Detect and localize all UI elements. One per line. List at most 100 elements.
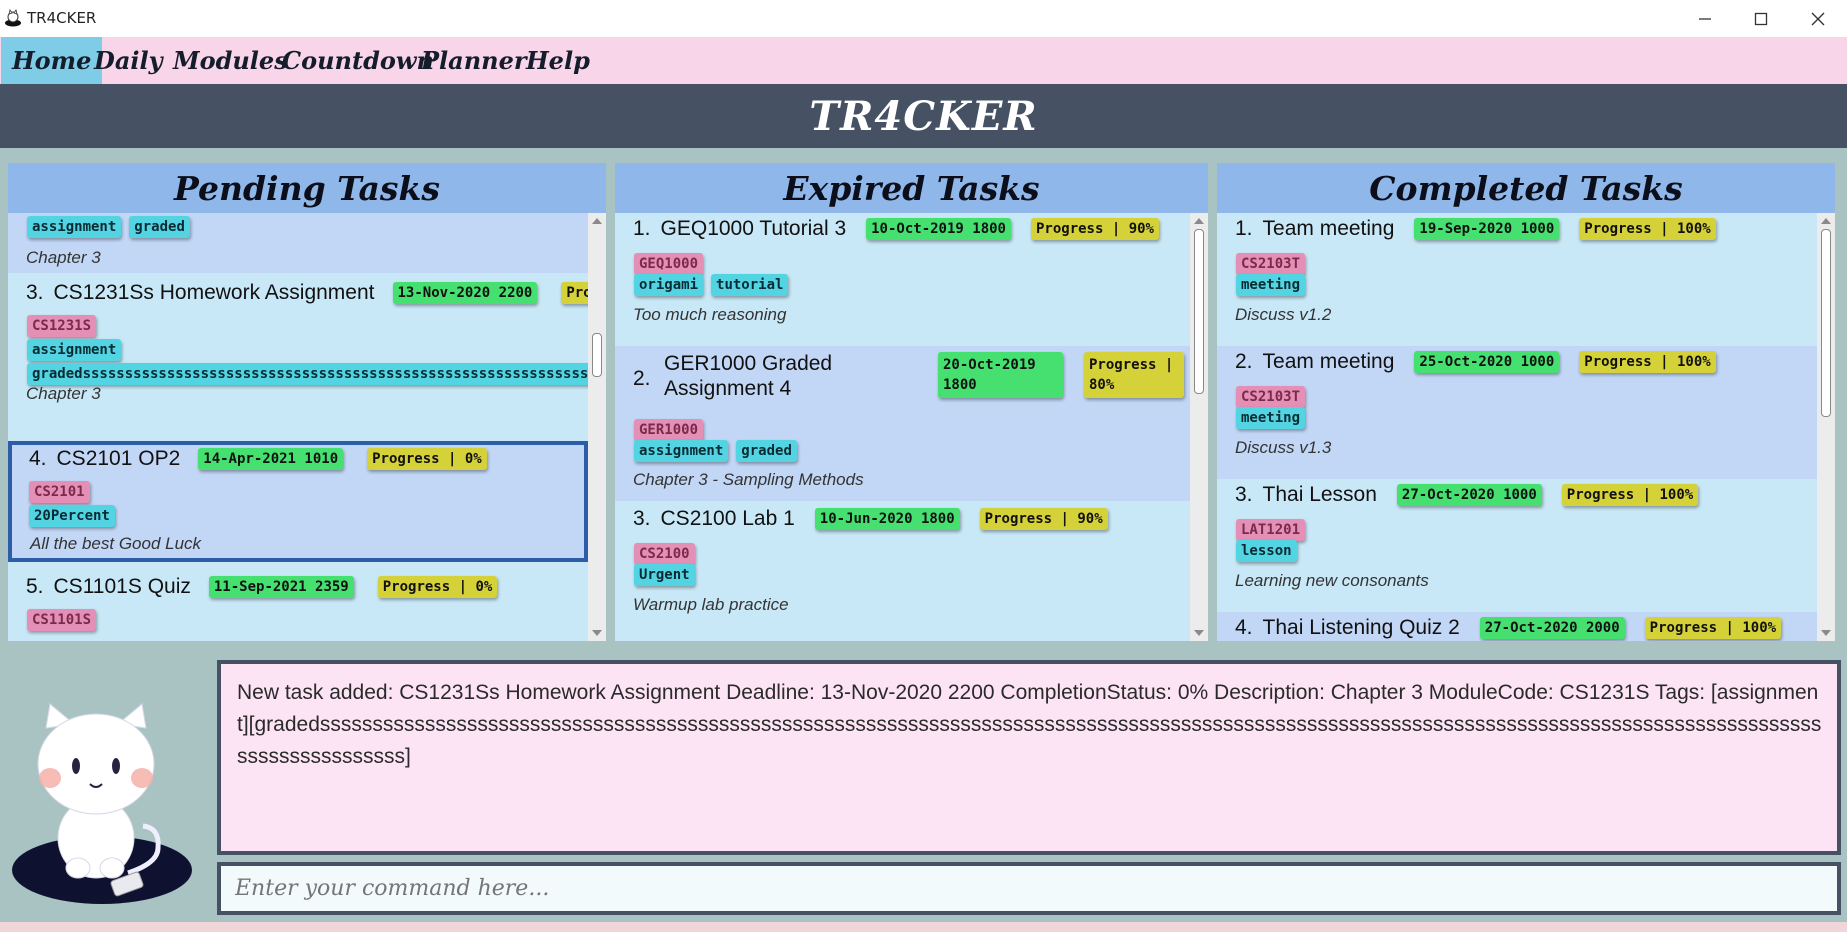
cat-mascot-image bbox=[12, 703, 192, 904]
task-deadline: 11-Sep-2021 2359 bbox=[208, 576, 354, 598]
task-progress: Progress | 0% bbox=[377, 576, 498, 598]
menu-bar: Home Daily Modules Countdown Planner Hel… bbox=[0, 37, 1847, 84]
task-card[interactable]: 2. GER1000 Graded Assignment 4 20-Oct-20… bbox=[615, 346, 1190, 501]
result-display: New task added: CS1231Ss Homework Assign… bbox=[217, 660, 1841, 855]
task-module-code: CS1101S bbox=[27, 609, 97, 631]
expired-scrollbar[interactable] bbox=[1190, 213, 1208, 641]
completed-tasks-list[interactable]: 1. Team meeting 19-Sep-2020 1000 Progres… bbox=[1217, 213, 1817, 641]
task-number: 3. bbox=[633, 507, 651, 530]
pending-tasks-title: Pending Tasks bbox=[8, 163, 606, 213]
window-title: TR4CKER bbox=[27, 9, 97, 27]
task-tag: graded bbox=[129, 216, 190, 238]
task-progress: Progress | 100% bbox=[1561, 484, 1699, 506]
task-progress: Progress | 100% bbox=[1579, 351, 1716, 373]
expired-tasks-list[interactable]: 1. GEQ1000 Tutorial 3 10-Oct-2019 1800 P… bbox=[615, 213, 1190, 641]
task-tag: meeting bbox=[1236, 407, 1306, 429]
task-tag: meeting bbox=[1236, 274, 1306, 296]
task-progress: Progress | 90% bbox=[979, 508, 1108, 530]
expired-tasks-title: Expired Tasks bbox=[615, 163, 1208, 213]
task-card-selected[interactable]: 4. CS2101 OP2 14-Apr-2021 1010 Progress … bbox=[8, 441, 588, 562]
task-card[interactable]: 3. CS2100 Lab 1 10-Jun-2020 1800 Progres… bbox=[615, 503, 1190, 641]
task-module-code: GER1000 bbox=[634, 419, 704, 441]
completed-tasks-title: Completed Tasks bbox=[1217, 163, 1835, 213]
task-name: CS2100 Lab 1 bbox=[660, 507, 795, 530]
task-number: 1. bbox=[1235, 217, 1253, 240]
task-deadline: 10-Jun-2020 1800 bbox=[814, 508, 960, 530]
task-name: GEQ1000 Tutorial 3 bbox=[660, 217, 847, 240]
pending-tasks-list[interactable]: assignment graded Chapter 3 3. CS1231Ss … bbox=[8, 213, 588, 641]
close-icon[interactable] bbox=[1789, 0, 1847, 37]
task-module-code: CS2101 bbox=[29, 481, 90, 503]
cat-app-icon bbox=[5, 9, 21, 27]
pending-scrollbar[interactable] bbox=[588, 213, 606, 641]
scroll-up-icon[interactable] bbox=[1821, 218, 1831, 224]
scroll-thumb[interactable] bbox=[592, 333, 602, 377]
app-banner: TR4CKER bbox=[0, 84, 1847, 148]
scroll-thumb[interactable] bbox=[1194, 229, 1204, 394]
completed-scrollbar[interactable] bbox=[1817, 213, 1835, 641]
task-progress: Progress | 100% bbox=[1644, 617, 1782, 639]
task-description: All the best Good Luck bbox=[30, 534, 202, 553]
task-tag: tutorial bbox=[711, 274, 789, 296]
task-number: 3. bbox=[26, 281, 44, 304]
task-deadline: 25-Oct-2020 1000 bbox=[1414, 351, 1560, 373]
menu-home[interactable]: Home bbox=[1, 37, 103, 84]
command-input[interactable] bbox=[217, 862, 1841, 915]
task-module-code: CS2100 bbox=[634, 543, 695, 565]
scroll-down-icon[interactable] bbox=[1194, 630, 1204, 636]
task-tag: assignment bbox=[27, 339, 122, 361]
task-number: 5. bbox=[26, 575, 44, 598]
task-progress: Progress | 0% bbox=[367, 448, 487, 470]
task-deadline: 14-Apr-2021 1010 bbox=[198, 448, 344, 470]
task-module-code: CS1231S bbox=[27, 315, 97, 337]
task-tag: assignment bbox=[27, 216, 122, 238]
window-title-bar: TR4CKER bbox=[0, 0, 1847, 37]
menu-modules[interactable]: Modules bbox=[173, 46, 288, 75]
task-deadline: 20-Oct-2019 1800 bbox=[938, 352, 1063, 398]
task-card[interactable]: 4. Thai Listening Quiz 2 27-Oct-2020 200… bbox=[1217, 612, 1817, 641]
task-card[interactable]: 2. Team meeting 25-Oct-2020 1000 Progres… bbox=[1217, 346, 1817, 479]
task-tag: Urgent bbox=[634, 564, 695, 586]
task-tag: gradedssssssssssssssssssssssssssssssssss… bbox=[27, 363, 588, 385]
task-card[interactable]: 1. GEQ1000 Tutorial 3 10-Oct-2019 1800 P… bbox=[615, 213, 1190, 346]
task-number: 2. bbox=[633, 367, 651, 390]
task-number: 2. bbox=[1235, 350, 1253, 373]
banner-title: TR4CKER bbox=[809, 92, 1038, 140]
scroll-up-icon[interactable] bbox=[1194, 218, 1204, 224]
task-description: Chapter 3 bbox=[26, 248, 101, 267]
task-progress: Prog bbox=[561, 282, 588, 304]
pending-tasks-panel: Pending Tasks assignment graded Chapter … bbox=[8, 163, 606, 641]
task-tag: 20Percent bbox=[29, 505, 115, 527]
task-name: GER1000 Graded Assignment 4 bbox=[664, 352, 833, 400]
task-tag: assignment bbox=[634, 440, 729, 462]
task-deadline: 19-Sep-2020 1000 bbox=[1414, 218, 1560, 240]
task-name: Team meeting bbox=[1262, 217, 1395, 240]
scroll-thumb[interactable] bbox=[1821, 229, 1831, 417]
task-card[interactable]: 1. Team meeting 19-Sep-2020 1000 Progres… bbox=[1217, 213, 1817, 346]
minimize-icon[interactable] bbox=[1676, 0, 1734, 37]
menu-daily[interactable]: Daily bbox=[94, 46, 163, 75]
task-name: Thai Lesson bbox=[1262, 483, 1377, 506]
task-name: CS1101S Quiz bbox=[53, 575, 191, 598]
menu-help[interactable]: Help bbox=[526, 46, 590, 75]
scroll-down-icon[interactable] bbox=[1821, 630, 1831, 636]
task-number: 4. bbox=[29, 447, 47, 470]
maximize-icon[interactable] bbox=[1732, 0, 1790, 37]
task-name: CS2101 OP2 bbox=[56, 447, 181, 470]
menu-planner[interactable]: Planner bbox=[421, 46, 527, 75]
task-description: Discuss v1.2 bbox=[1235, 305, 1332, 324]
task-card[interactable]: 3. CS1231Ss Homework Assignment 13-Nov-2… bbox=[8, 273, 588, 409]
task-card[interactable]: 5. CS1101S Quiz 11-Sep-2021 2359 Progres… bbox=[8, 567, 588, 641]
task-number: 1. bbox=[633, 217, 651, 240]
scroll-down-icon[interactable] bbox=[592, 630, 602, 636]
task-description: Chapter 3 bbox=[26, 384, 101, 403]
task-card-partial[interactable]: assignment graded Chapter 3 bbox=[8, 213, 588, 273]
task-name: Team meeting bbox=[1262, 350, 1395, 373]
task-number: 3. bbox=[1235, 483, 1253, 506]
task-name: Thai Listening Quiz 2 bbox=[1262, 616, 1460, 639]
menu-countdown[interactable]: Countdown bbox=[282, 46, 434, 75]
task-card[interactable]: 3. Thai Lesson 27-Oct-2020 1000 Progress… bbox=[1217, 479, 1817, 612]
task-description: Learning new consonants bbox=[1235, 571, 1429, 590]
task-description: Chapter 3 - Sampling Methods bbox=[633, 470, 864, 489]
scroll-up-icon[interactable] bbox=[592, 218, 602, 224]
